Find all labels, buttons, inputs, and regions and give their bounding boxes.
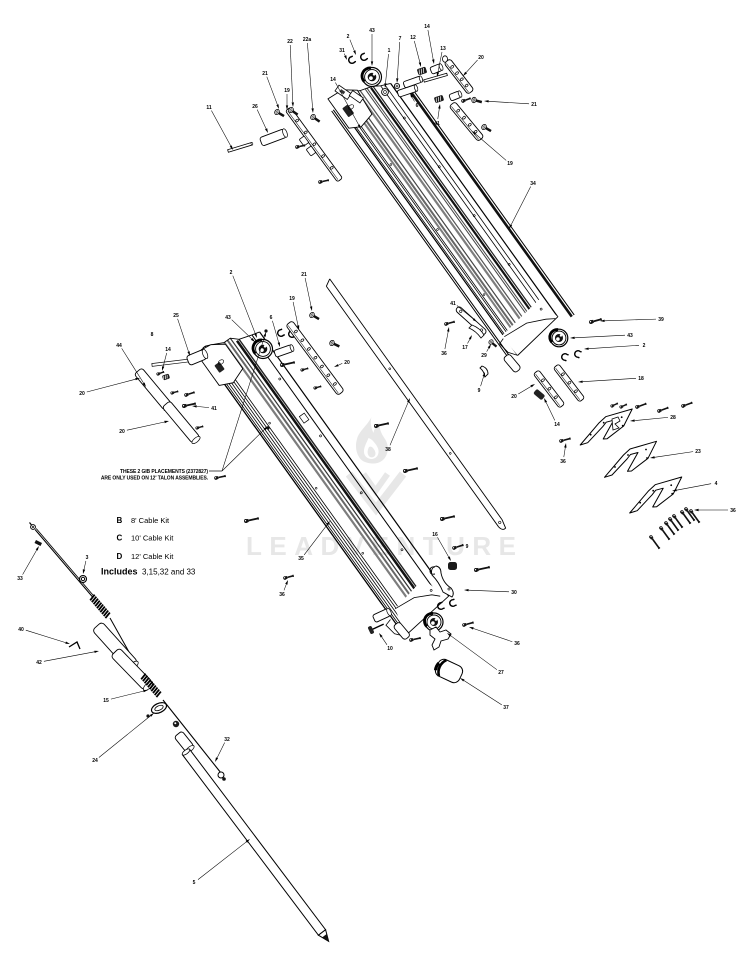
- svg-text:2: 2: [643, 343, 646, 349]
- svg-text:11: 11: [206, 105, 212, 111]
- svg-text:20: 20: [344, 360, 350, 366]
- svg-text:6: 6: [416, 103, 419, 109]
- svg-text:31: 31: [339, 48, 345, 54]
- svg-text:7: 7: [399, 36, 402, 42]
- svg-text:20: 20: [119, 429, 125, 435]
- svg-text:35: 35: [298, 556, 304, 562]
- svg-text:14: 14: [330, 77, 336, 83]
- svg-text:10: 10: [387, 646, 393, 652]
- svg-text:41: 41: [434, 121, 440, 127]
- svg-text:22a: 22a: [303, 37, 312, 43]
- svg-text:20: 20: [511, 394, 517, 400]
- svg-text:B: B: [117, 516, 123, 525]
- svg-text:14: 14: [424, 24, 430, 30]
- svg-text:20: 20: [478, 55, 484, 61]
- svg-text:12: 12: [410, 35, 416, 41]
- svg-text:23: 23: [695, 449, 701, 455]
- svg-text:3,15,32 and 33: 3,15,32 and 33: [142, 568, 196, 577]
- svg-text:44: 44: [116, 343, 122, 349]
- svg-text:34: 34: [530, 181, 536, 187]
- svg-text:3: 3: [86, 555, 89, 561]
- svg-text:5: 5: [193, 880, 196, 886]
- svg-text:42: 42: [36, 660, 42, 666]
- svg-text:21: 21: [262, 71, 268, 77]
- svg-text:36: 36: [279, 592, 285, 598]
- svg-text:37: 37: [503, 705, 509, 711]
- svg-text:21: 21: [531, 102, 537, 108]
- svg-text:2: 2: [347, 34, 350, 40]
- svg-text:25: 25: [173, 313, 179, 319]
- svg-text:30: 30: [511, 590, 517, 596]
- svg-text:19: 19: [507, 161, 513, 167]
- svg-text:20: 20: [79, 391, 85, 397]
- svg-text:8' Cable Kit: 8' Cable Kit: [131, 516, 170, 525]
- svg-text:Includes: Includes: [101, 567, 138, 577]
- svg-text:41: 41: [450, 301, 456, 307]
- svg-text:36: 36: [514, 641, 520, 647]
- svg-text:9: 9: [478, 388, 481, 394]
- svg-text:D: D: [117, 552, 123, 561]
- svg-text:38: 38: [385, 447, 391, 453]
- svg-text:17: 17: [462, 345, 468, 351]
- svg-text:40: 40: [18, 627, 24, 633]
- svg-text:27: 27: [498, 670, 504, 676]
- svg-text:8: 8: [151, 332, 154, 338]
- svg-text:16: 16: [432, 532, 438, 538]
- svg-text:36: 36: [730, 508, 736, 514]
- svg-text:18: 18: [638, 376, 644, 382]
- svg-text:28: 28: [670, 415, 676, 421]
- svg-text:9: 9: [466, 544, 469, 550]
- svg-text:12' Cable Kit: 12' Cable Kit: [131, 552, 174, 561]
- svg-text:10' Cable Kit: 10' Cable Kit: [131, 534, 174, 543]
- svg-text:36: 36: [560, 459, 566, 465]
- svg-text:26: 26: [252, 104, 258, 110]
- svg-text:C: C: [117, 534, 123, 543]
- svg-text:14: 14: [165, 347, 171, 353]
- svg-text:43: 43: [627, 333, 633, 339]
- svg-text:ARE ONLY USED ON 12' TALON ASS: ARE ONLY USED ON 12' TALON ASSEMBLIES.: [101, 476, 209, 482]
- svg-text:THESE 2 GIB PLACEMENTS (237282: THESE 2 GIB PLACEMENTS (2372827): [120, 469, 208, 475]
- svg-text:33: 33: [17, 576, 23, 582]
- svg-text:43: 43: [369, 28, 375, 34]
- svg-text:15: 15: [103, 698, 109, 704]
- svg-text:41: 41: [211, 406, 217, 412]
- svg-text:36: 36: [441, 351, 447, 357]
- svg-text:4: 4: [715, 481, 718, 487]
- svg-text:13: 13: [440, 46, 446, 52]
- svg-text:19: 19: [289, 296, 295, 302]
- svg-text:21: 21: [301, 272, 307, 278]
- svg-text:1: 1: [388, 48, 391, 54]
- svg-text:14: 14: [554, 422, 560, 428]
- svg-text:32: 32: [224, 737, 230, 743]
- svg-text:22: 22: [287, 39, 293, 45]
- svg-text:43: 43: [225, 315, 231, 321]
- svg-text:19: 19: [284, 88, 290, 94]
- svg-text:24: 24: [92, 758, 98, 764]
- svg-text:2: 2: [230, 270, 233, 276]
- svg-text:29: 29: [481, 353, 487, 359]
- svg-text:6: 6: [270, 315, 273, 321]
- svg-text:39: 39: [658, 317, 664, 323]
